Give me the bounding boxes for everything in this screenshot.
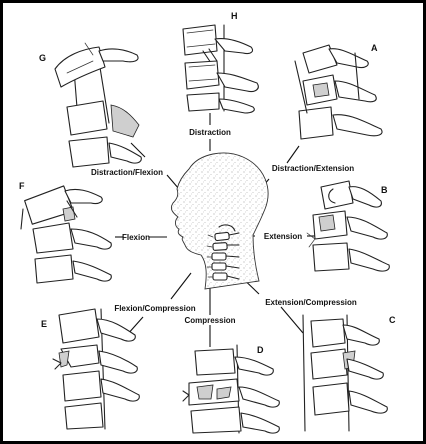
anterior-gap [306,232,316,248]
panel-f-flexion: F [19,181,112,284]
posterior-element [328,188,336,204]
connector-line-flexion-compression [170,272,192,300]
panel-letter-g: G [39,53,46,63]
label-flexion: Flexion [122,233,150,242]
injury-mechanism-diagram: H Distraction A Distraction/Extension B [3,3,423,441]
panel-d-compression: D [182,344,280,434]
panel-letter-d: D [257,345,264,355]
panel-letter-e: E [41,319,47,329]
connector-line-distraction-extension-upper [286,145,300,164]
label-extension-compression: Extension/Compression [265,298,357,307]
label-distraction: Distraction [189,128,231,137]
connector-line-distraction-flexion-lower [166,174,180,190]
label-distraction-flexion: Distraction/Flexion [91,168,163,177]
panel-e-flexion-compression: E [41,308,140,430]
panel-c-extension-compression: C [302,314,396,432]
panel-letter-a: A [371,43,378,53]
panel-h-distraction: H [182,11,259,114]
disrupted-ligaments [294,52,360,114]
panel-g-distraction-flexion: G [39,42,142,168]
panel-a-distraction-extension: A [294,43,383,140]
connector-line-distraction-flexion [130,142,146,158]
panel-letter-c: C [389,315,396,325]
label-compression: Compression [184,316,235,325]
head-silhouette [170,152,269,290]
label-distraction-extension: Distraction/Extension [272,164,354,173]
central-head-figure [170,152,269,290]
panel-letter-h: H [231,11,238,21]
panel-letter-b: B [381,185,388,195]
panel-b-extension: B [306,180,390,272]
posterior-disruption [20,200,78,230]
label-extension: Extension [264,232,302,241]
panel-letter-f: F [19,181,25,191]
anterior-wedge-fracture [52,358,62,370]
label-flexion-compression: Flexion/Compression [114,304,195,313]
separated-fragment [66,42,94,74]
cervical-spine [206,224,240,281]
connector-line-extension-compression-lower [280,306,304,334]
